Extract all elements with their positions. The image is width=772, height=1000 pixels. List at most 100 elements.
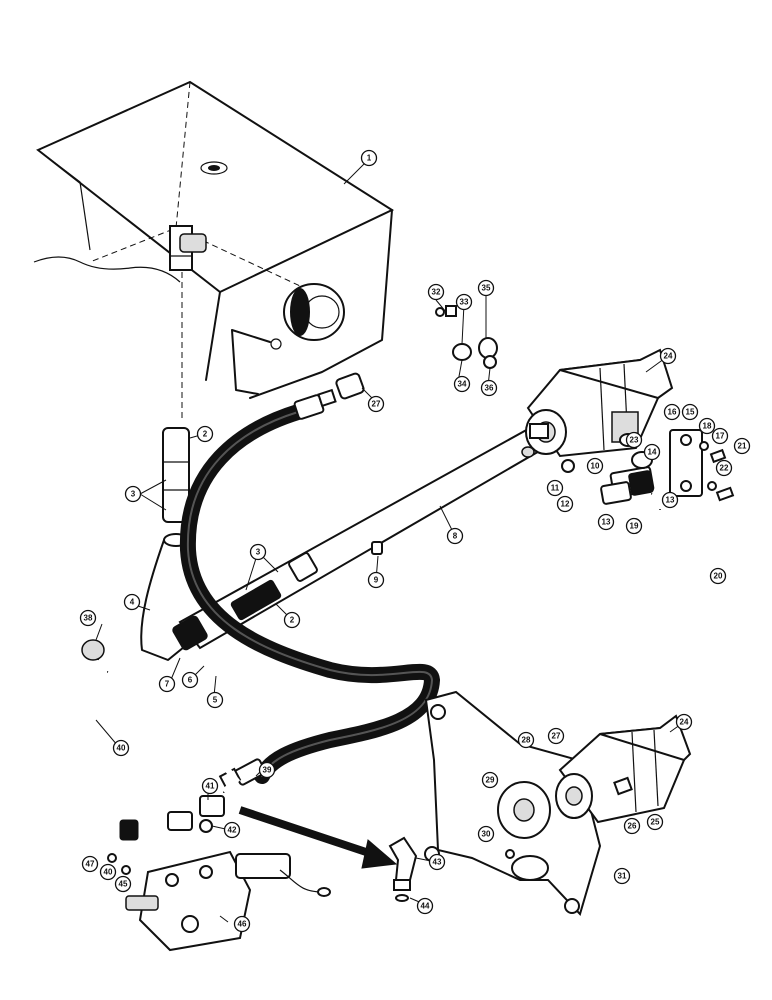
callout-30: 30 <box>477 825 495 843</box>
callout-label: 46 <box>238 920 247 929</box>
control-valve <box>107 850 331 952</box>
callout-circle <box>625 431 643 449</box>
callout-circle <box>546 479 564 497</box>
callout-circle <box>477 279 495 297</box>
callout-16: 16 <box>663 403 681 421</box>
callout-circle <box>283 611 301 629</box>
callout-circle <box>124 485 142 503</box>
callout-11: 11 <box>546 479 564 497</box>
callout-label: 41 <box>206 782 215 791</box>
callout-47: 47 <box>81 855 99 873</box>
callout-20: 20 <box>709 567 727 585</box>
callout-label: 2 <box>290 616 295 625</box>
callout-circle <box>623 817 641 835</box>
callout-circle <box>698 417 716 435</box>
callout-label: 36 <box>485 384 494 393</box>
callout-circle <box>597 513 615 531</box>
callout-23: 23 <box>625 431 643 449</box>
tank-outlet-fitting <box>169 225 207 271</box>
callout-label: 13 <box>666 496 675 505</box>
callout-circle <box>223 821 241 839</box>
callout-label: 3 <box>131 490 136 499</box>
callout-2: 2 <box>196 425 214 443</box>
callout-circle <box>81 855 99 873</box>
callout-27: 27 <box>547 727 565 745</box>
callout-12: 12 <box>556 495 574 513</box>
callout-circle <box>586 457 604 475</box>
direction-arrow <box>238 806 398 869</box>
callout-14: 14 <box>643 443 661 461</box>
callout-label: 45 <box>119 880 128 889</box>
callout-circle <box>112 739 130 757</box>
callout-21: 21 <box>733 437 751 455</box>
callout-label: 10 <box>591 462 600 471</box>
callout-40: 40 <box>112 739 130 757</box>
callout-circle <box>453 375 471 393</box>
callout-19: 19 <box>625 517 643 535</box>
callout-label: 8 <box>453 532 458 541</box>
callout-45: 45 <box>114 875 132 893</box>
callout-46: 46 <box>233 915 251 933</box>
callout-circle <box>258 761 276 779</box>
callout-24: 24 <box>675 713 693 731</box>
callout-circle <box>455 293 473 311</box>
callout-circle <box>711 427 729 445</box>
hydraulic-hose-main <box>179 388 440 789</box>
callout-label: 27 <box>552 732 561 741</box>
callout-40: 40 <box>99 863 117 881</box>
callout-18: 18 <box>698 417 716 435</box>
callout-22: 22 <box>715 459 733 477</box>
hydraulic-pump-upper <box>525 348 674 458</box>
callout-circle <box>477 825 495 843</box>
callout-group: 1232345678910111213131415161718192021222… <box>79 149 751 933</box>
callout-label: 24 <box>664 352 673 361</box>
callout-label: 15 <box>686 408 695 417</box>
callout-label: 22 <box>720 464 729 473</box>
callout-circle <box>206 691 224 709</box>
callout-43: 43 <box>428 853 446 871</box>
callout-4: 4 <box>123 593 141 611</box>
triangular-return-tube <box>74 639 241 850</box>
callout-circle <box>480 379 498 397</box>
callout-6: 6 <box>181 671 199 689</box>
callout-label: 23 <box>630 436 639 445</box>
callout-circle <box>547 727 565 745</box>
elbow-fitting <box>388 836 418 902</box>
callout-circle <box>99 863 117 881</box>
callout-circle <box>715 459 733 477</box>
callout-circle <box>233 915 251 933</box>
callout-2: 2 <box>283 611 301 629</box>
callout-circle <box>181 671 199 689</box>
callout-circle <box>661 491 679 509</box>
callout-label: 14 <box>648 448 657 457</box>
hydraulic-reservoir-tank <box>33 80 395 420</box>
callout-13: 13 <box>661 491 679 509</box>
callout-label: 43 <box>433 858 442 867</box>
callout-circle <box>196 425 214 443</box>
callout-5: 5 <box>206 691 224 709</box>
callout-label: 31 <box>618 872 627 881</box>
callout-42: 42 <box>223 821 241 839</box>
callout-circle <box>646 813 664 831</box>
callout-label: 42 <box>228 826 237 835</box>
callout-label: 6 <box>188 676 193 685</box>
callout-circle <box>675 713 693 731</box>
callout-41: 41 <box>201 777 219 795</box>
callout-label: 32 <box>432 288 441 297</box>
callout-circle <box>367 395 385 413</box>
callout-label: 16 <box>668 408 677 417</box>
callout-label: 4 <box>130 598 135 607</box>
callout-label: 34 <box>458 380 467 389</box>
callout-29: 29 <box>481 771 499 789</box>
tank-filler-neck <box>283 283 345 341</box>
callout-label: 7 <box>165 680 170 689</box>
callout-circle <box>481 771 499 789</box>
callout-13: 13 <box>597 513 615 531</box>
callout-38: 38 <box>79 609 97 627</box>
callout-label: 24 <box>680 718 689 727</box>
callout-label: 33 <box>460 298 469 307</box>
callout-circle <box>643 443 661 461</box>
callout-circle <box>517 731 535 749</box>
callout-circle <box>114 875 132 893</box>
